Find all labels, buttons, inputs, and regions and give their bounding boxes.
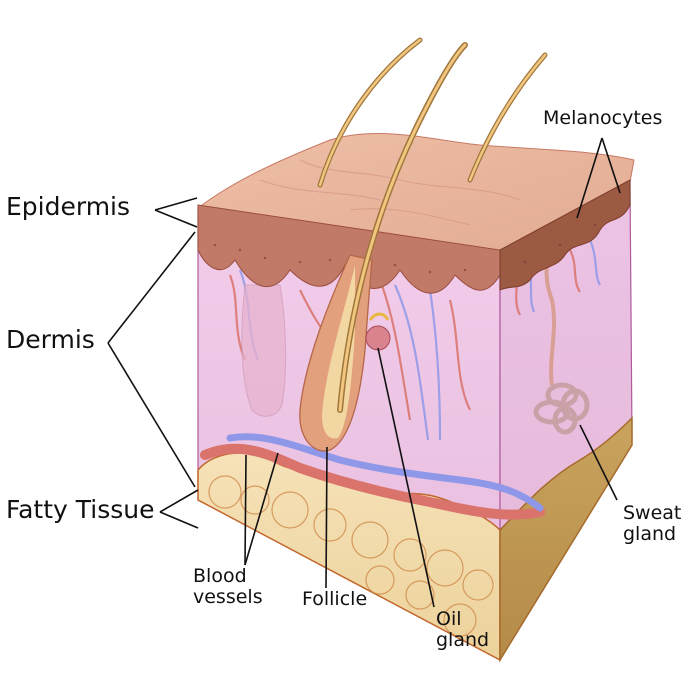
label-oil-gland: Oil gland (436, 608, 490, 652)
label-melanocytes: Melanocytes (543, 107, 663, 129)
epidermis-layer (197, 179, 631, 294)
label-epidermis: Epidermis (6, 192, 131, 221)
oil-gland-shape (365, 325, 391, 351)
label-follicle: Follicle (302, 588, 368, 610)
label-fatty-tissue: Fatty Tissue (6, 495, 155, 524)
fatty-tissue-layer (197, 416, 633, 663)
label-sweat-gland: Sweat gland (623, 502, 682, 546)
label-dermis: Dermis (6, 325, 95, 354)
label-blood-vessels: Blood vessels (193, 565, 263, 609)
leader-lines (107, 137, 621, 608)
hairs (317, 37, 548, 413)
